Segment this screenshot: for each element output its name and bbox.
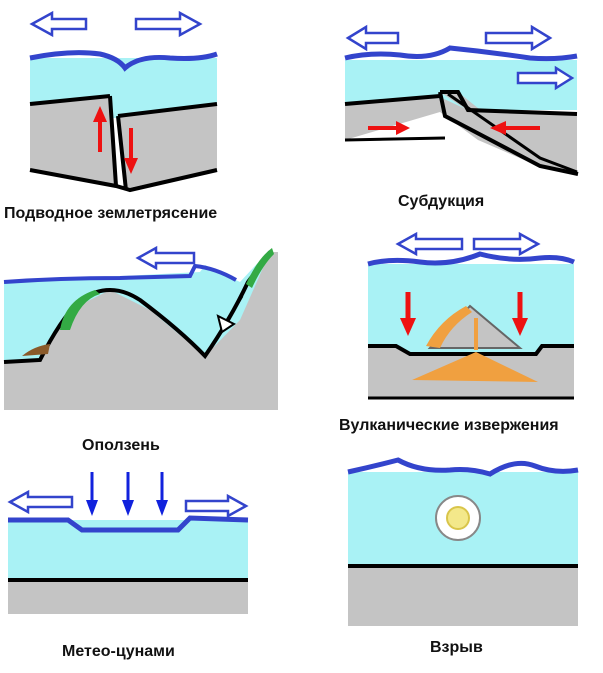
- panel-label-subduction: Субдукция: [398, 193, 484, 210]
- water-surface: [3, 263, 237, 284]
- panel-volcano: Вулканические извержения: [339, 231, 575, 434]
- arrow-right-head: [396, 121, 410, 135]
- panel-subduction: Субдукция: [344, 24, 579, 210]
- arrow-down-blue-head-1: [86, 500, 98, 516]
- slide-arrow: [224, 295, 244, 323]
- wave-arrow-left: [135, 245, 196, 271]
- ground-body: [348, 566, 578, 626]
- ground-top-right: [117, 102, 218, 118]
- fault-line: [108, 95, 128, 191]
- explosion-core: [446, 506, 470, 530]
- wave-arrow-right: [472, 231, 541, 257]
- plate-dive-line-1: [438, 91, 579, 176]
- wave-arrow-right: [484, 24, 553, 52]
- arrow-down-head-left: [400, 318, 416, 336]
- water-surface: [347, 457, 579, 477]
- magma-chamber: [412, 352, 538, 382]
- panel-landslide: Оползень: [3, 245, 278, 454]
- water-surface: [344, 45, 578, 62]
- panel-label-earthquake: Подводное землетрясение: [4, 205, 217, 222]
- plate-upper-edge: [440, 90, 578, 116]
- arrow-left-head: [490, 121, 506, 135]
- ground-body: [8, 580, 248, 614]
- ground-body: [4, 252, 278, 410]
- arrow-down-blue-head-3: [156, 500, 168, 516]
- slide-arrow-head: [216, 314, 236, 334]
- panel-label-meteotsunami: Метео-цунами: [62, 643, 175, 660]
- wave-arrow-right: [184, 493, 249, 519]
- panel-explosion: Взрыв: [347, 457, 579, 656]
- wave-arrow-left: [7, 489, 74, 515]
- vegetation-right: [246, 248, 274, 288]
- wave-arrow-left: [29, 10, 88, 38]
- ground-right-block: [118, 104, 217, 188]
- panel-meteotsunami: Метео-цунами: [7, 472, 249, 660]
- water-surface: [367, 251, 575, 267]
- wave-arrow-left: [345, 24, 400, 52]
- mud-deposit: [22, 344, 50, 356]
- arrow-down-blue-head-2: [122, 500, 134, 516]
- ground-top-left: [344, 94, 441, 106]
- water-surface: [29, 50, 218, 72]
- ground-bottom-left: [344, 136, 446, 142]
- vegetation-left: [60, 290, 100, 330]
- water-surface: [8, 515, 249, 533]
- ground-top-left: [29, 94, 111, 106]
- arrow-down-head: [124, 158, 138, 174]
- panel-earthquake: Подводное землетрясение: [4, 10, 218, 222]
- wave-arrow-right: [134, 10, 203, 38]
- current-arrow-right: [516, 65, 575, 91]
- panel-label-landslide: Оползень: [82, 437, 160, 454]
- arrow-down-head-right: [512, 318, 528, 336]
- wave-arrow-left: [395, 231, 464, 257]
- panel-label-explosion: Взрыв: [430, 639, 483, 656]
- plate-dive-line-2: [447, 92, 578, 174]
- magma-flow: [426, 306, 472, 348]
- panel-label-volcano: Вулканические извержения: [339, 417, 559, 434]
- ground-bottom: [29, 168, 218, 193]
- arrow-up-head: [93, 106, 107, 122]
